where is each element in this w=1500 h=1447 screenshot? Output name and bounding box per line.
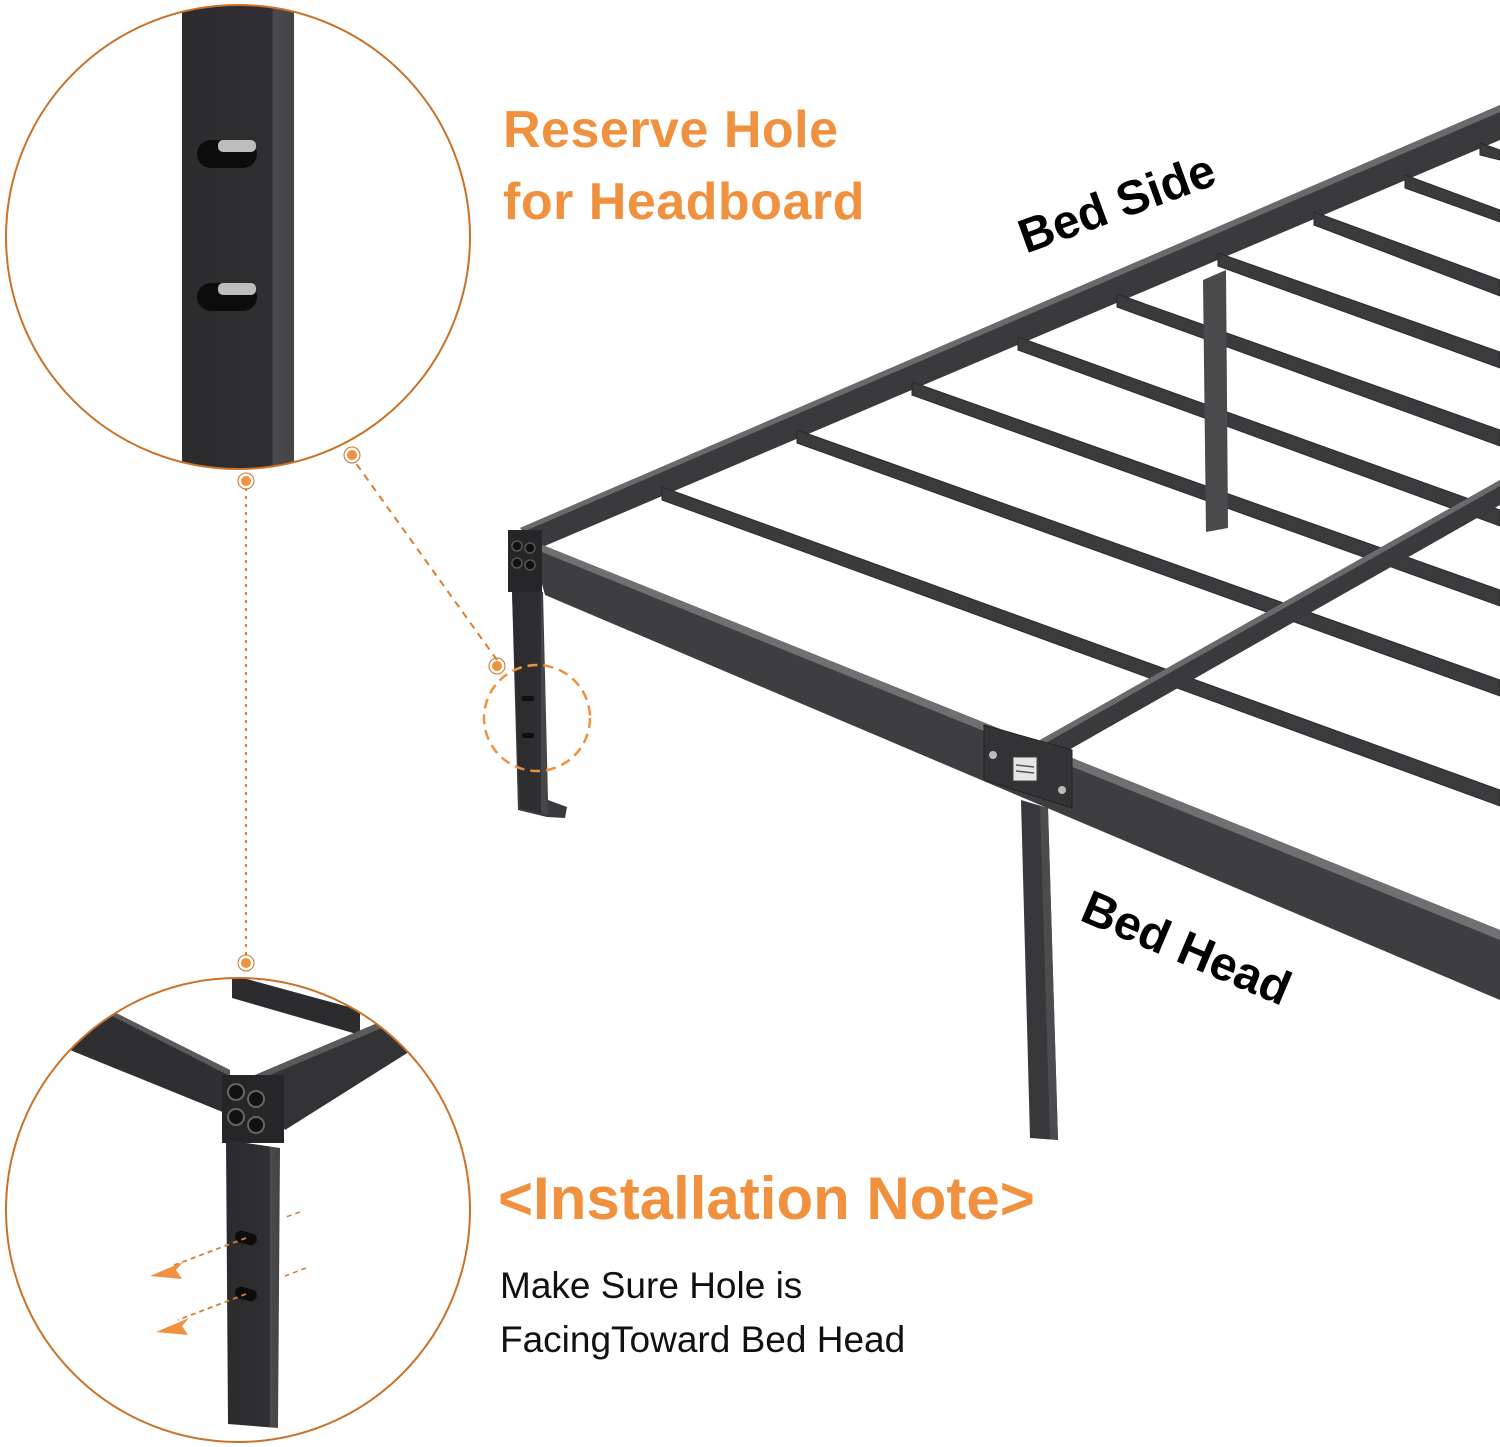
installation-note-line2: FacingToward Bed Head <box>500 1319 906 1360</box>
bed-frame <box>508 105 1500 1140</box>
connector-line <box>237 472 255 972</box>
magnified-leg-with-holes <box>5 4 471 470</box>
reserve-hole-title-line1: Reserve Hole <box>503 101 839 159</box>
dashed-circle-highlight <box>343 446 592 773</box>
installation-note-title: <Installation Note> <box>498 1165 1035 1232</box>
reserve-hole-title-line2: for Headboard <box>503 173 865 231</box>
installation-note-line1: Make Sure Hole is <box>500 1265 803 1306</box>
magnified-corner-with-arrows <box>5 977 471 1443</box>
